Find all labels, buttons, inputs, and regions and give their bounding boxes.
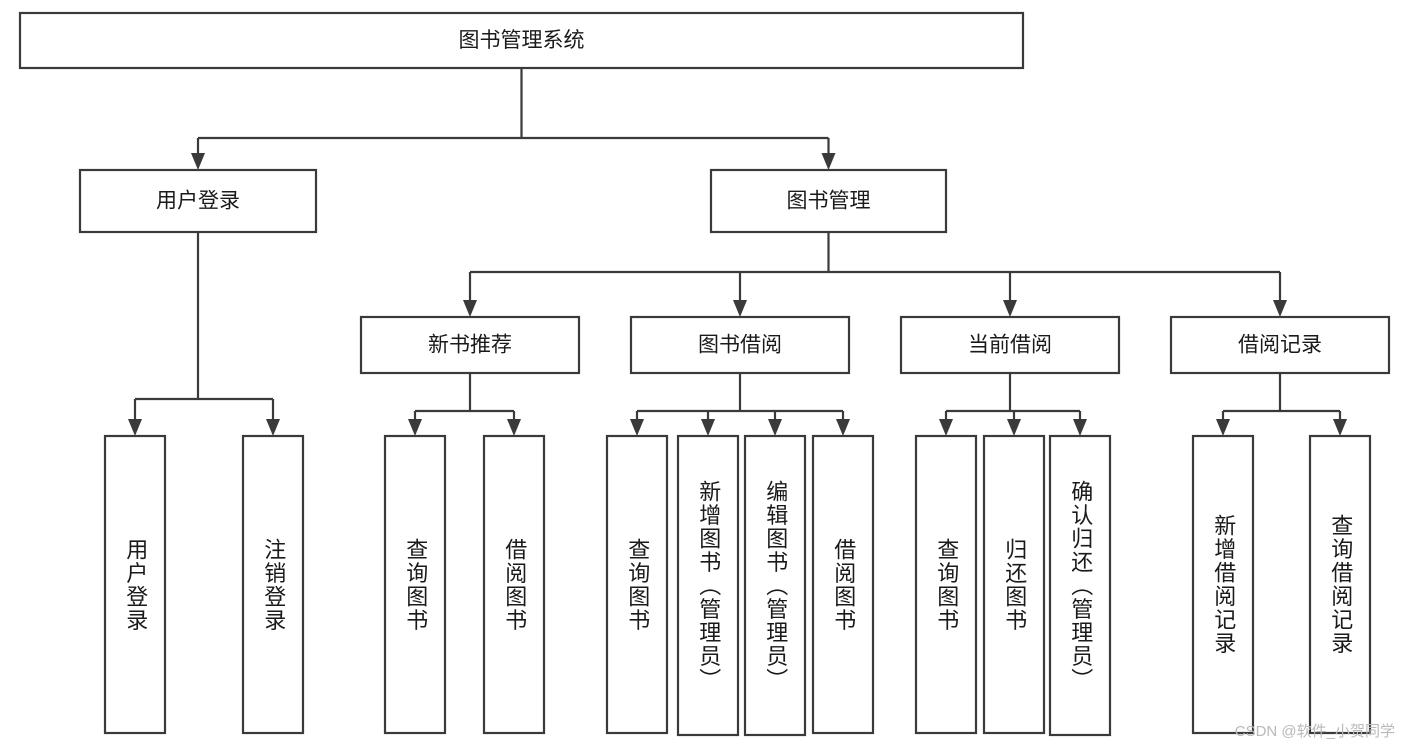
node-root-root[interactable] — [18, 11, 1025, 70]
node-label-root: 图书管理系统 — [459, 29, 585, 52]
leaf-node-leaf-confirm-return[interactable] — [1048, 434, 1112, 737]
leaf-node-leaf-add-book[interactable] — [676, 434, 740, 737]
leaf-node-leaf-add-record[interactable] — [1191, 434, 1255, 735]
arrow-head-icon — [701, 419, 715, 436]
arrow-head-icon — [630, 419, 644, 436]
leaf-node-leaf-borrow-book-2[interactable] — [811, 434, 875, 735]
leaf-node-leaf-query-book-1[interactable] — [383, 434, 447, 735]
arrow-head-icon — [1333, 419, 1347, 436]
arrow-head-icon — [1007, 419, 1021, 436]
arrow-head-icon — [1273, 300, 1287, 317]
arrow-head-icon — [836, 419, 850, 436]
leaf-node-leaf-edit-book[interactable] — [743, 434, 807, 737]
arrow-head-icon — [191, 153, 205, 170]
node-borrow-record[interactable] — [1169, 315, 1391, 375]
leaf-node-leaf-query-record[interactable] — [1308, 434, 1372, 735]
node-label-new-book-rec: 新书推荐 — [428, 334, 512, 357]
boxes-layer — [18, 11, 1391, 737]
leaf-node-leaf-logout[interactable] — [241, 434, 305, 735]
node-label-book-manage: 图书管理 — [787, 190, 871, 213]
arrow-head-icon — [939, 419, 953, 436]
node-book-manage[interactable] — [709, 168, 948, 234]
arrow-head-icon — [1216, 419, 1230, 436]
leaf-node-leaf-user-login[interactable] — [103, 434, 167, 735]
arrow-head-icon — [1003, 300, 1017, 317]
node-label-user-login: 用户登录 — [156, 190, 240, 213]
watermark-text: CSDN @软件_小贺同学 — [1234, 723, 1395, 740]
node-label-borrow-record: 借阅记录 — [1238, 334, 1322, 357]
arrow-head-icon — [821, 153, 836, 170]
arrow-head-icon — [507, 419, 521, 436]
arrow-head-icon — [408, 419, 422, 436]
connectors-layer — [128, 68, 1347, 436]
node-label-book-borrow: 图书借阅 — [698, 334, 782, 357]
arrow-head-icon — [733, 300, 747, 317]
leaf-node-leaf-return-book[interactable] — [982, 434, 1046, 735]
arrow-head-icon — [128, 419, 142, 436]
arrow-head-icon — [463, 300, 477, 317]
node-new-book-rec[interactable] — [359, 315, 581, 375]
node-current-borrow[interactable] — [899, 315, 1121, 375]
arrow-head-icon — [266, 419, 280, 436]
arrow-head-icon — [768, 419, 782, 436]
arrow-head-icon — [1073, 419, 1087, 436]
leaf-node-leaf-query-book-3[interactable] — [914, 434, 978, 735]
node-user-login[interactable] — [78, 168, 318, 234]
node-label-current-borrow: 当前借阅 — [968, 334, 1052, 357]
node-book-borrow[interactable] — [629, 315, 851, 375]
leaf-node-leaf-borrow-book-1[interactable] — [482, 434, 546, 735]
leaf-node-leaf-query-book-2[interactable] — [605, 434, 669, 735]
